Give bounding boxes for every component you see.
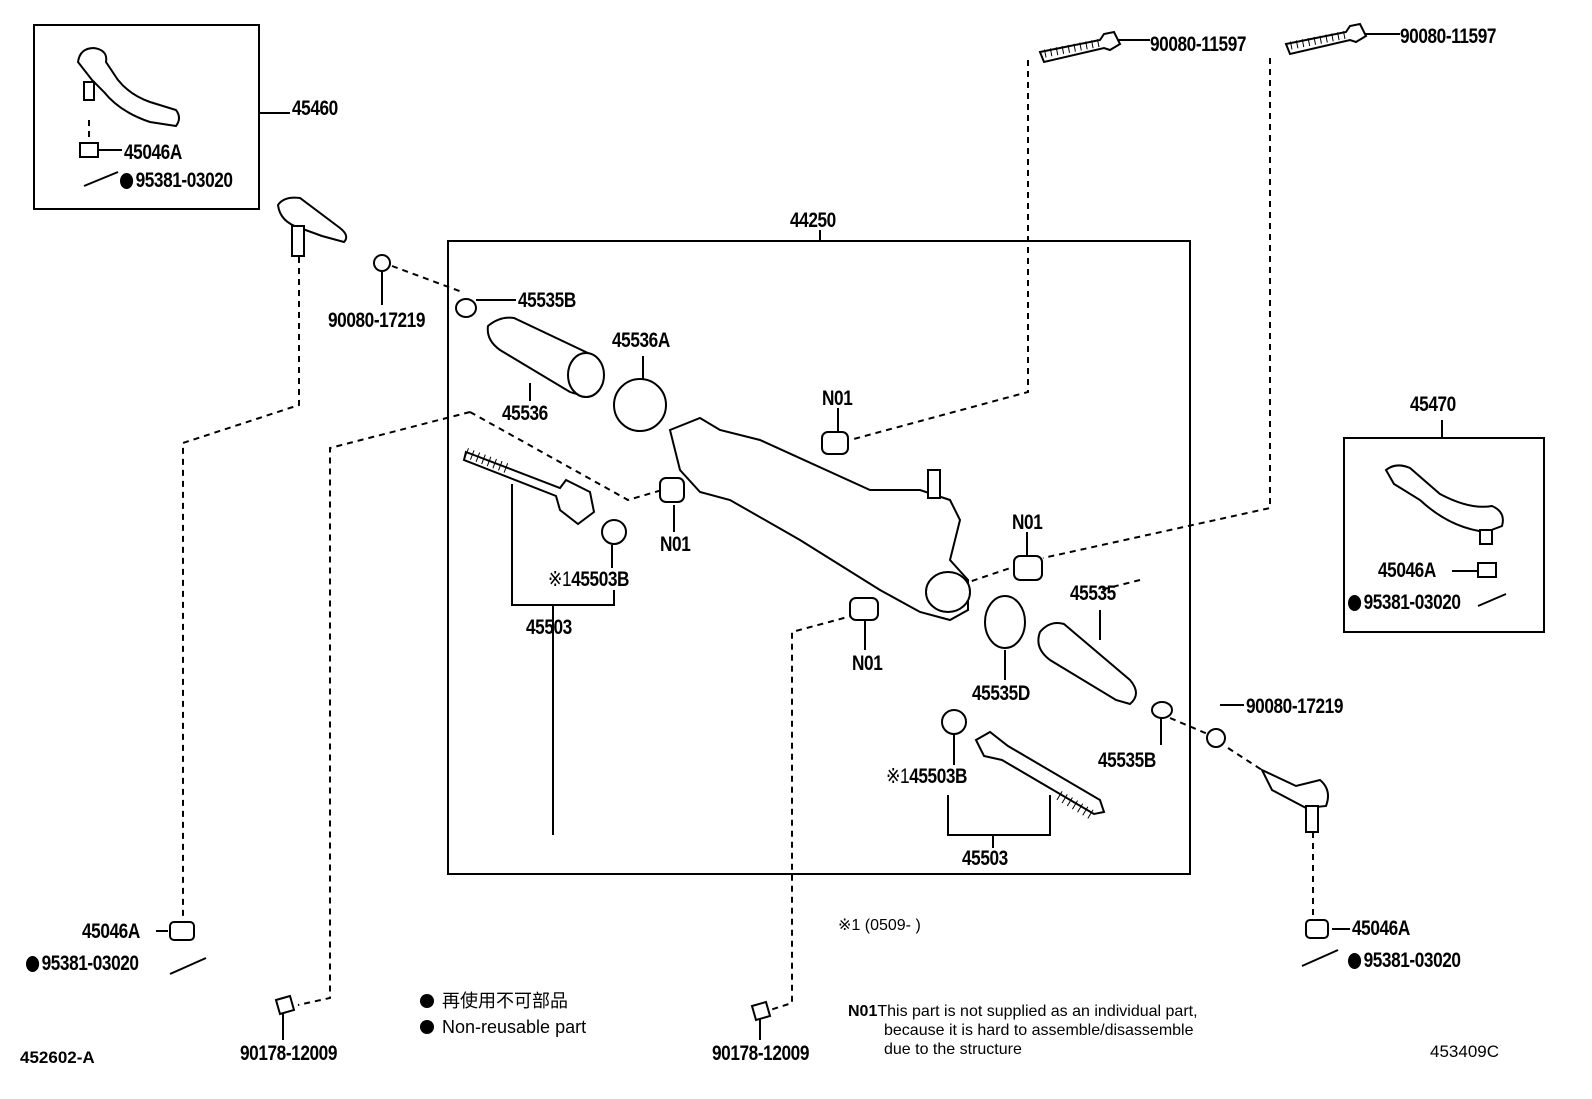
non-reusable-dot-icon bbox=[420, 994, 434, 1008]
frame-45460 bbox=[33, 24, 260, 210]
non-reusable-dot-icon bbox=[120, 173, 134, 189]
label-45535: 45535 bbox=[1070, 582, 1116, 605]
label-45046a-bottom-right: 45046A bbox=[1352, 917, 1410, 940]
label-95381-box-left: 95381-03020 bbox=[120, 170, 233, 191]
label-45503b-left: ※145503B bbox=[548, 568, 630, 591]
legend-jp: 再使用不可部品 bbox=[420, 991, 586, 1013]
nut-icon bbox=[79, 142, 99, 158]
label-95381-bottom-right: 95381-03020 bbox=[1348, 950, 1461, 971]
clamp-right-icon bbox=[1151, 701, 1173, 719]
legend: 再使用不可部品 Non-reusable part bbox=[420, 991, 586, 1038]
label-45046a-box-left: 45046A bbox=[124, 141, 182, 164]
pin-bottom-right-icon bbox=[1301, 949, 1339, 967]
label-95381-box-right: 95381-03020 bbox=[1348, 592, 1461, 613]
label-90178-12009-left: 90178-12009 bbox=[240, 1042, 338, 1065]
grommet-bottom-icon bbox=[849, 597, 879, 621]
rack-housing-icon bbox=[668, 416, 969, 622]
band-right-icon bbox=[984, 595, 1026, 649]
label-90080-17219-upper: 90080-17219 bbox=[328, 309, 426, 332]
inner-tie-rod-right-icon bbox=[974, 730, 1106, 816]
bolt-bottom-mid-icon bbox=[750, 1000, 772, 1022]
label-90080-11597-right: 90080-11597 bbox=[1400, 25, 1497, 48]
label-45503b-right: ※145503B bbox=[886, 765, 968, 788]
figure-ref-right: 453409C bbox=[1430, 1042, 1500, 1061]
label-45503-left: 45503 bbox=[526, 616, 572, 639]
legend-en: Non-reusable part bbox=[420, 1017, 586, 1039]
label-45046a-bottom-left: 45046A bbox=[82, 920, 140, 943]
label-45535d: 45535D bbox=[972, 682, 1030, 705]
clamp-left-icon bbox=[455, 298, 477, 318]
label-n01-right: N01 bbox=[1012, 511, 1043, 534]
outer-tie-rod-left-icon bbox=[276, 196, 348, 244]
label-n01-left: N01 bbox=[660, 533, 691, 556]
frame-45470 bbox=[1343, 437, 1545, 633]
tie-rod-end-icon bbox=[76, 46, 180, 128]
label-45535b-right: 45535B bbox=[1098, 749, 1156, 772]
label-45536: 45536 bbox=[502, 402, 548, 425]
label-95381-bottom-left: 95381-03020 bbox=[26, 953, 139, 974]
label-45503-right: 45503 bbox=[962, 847, 1008, 870]
non-reusable-dot-icon bbox=[1348, 953, 1362, 969]
inner-tie-rod-left-icon bbox=[462, 450, 596, 526]
n01-note-line1: This part is not supplied as an individu… bbox=[877, 1003, 1198, 1020]
boot-right-icon bbox=[1037, 622, 1137, 706]
frame-44250 bbox=[447, 240, 1191, 875]
non-reusable-dot-icon bbox=[26, 956, 40, 972]
outer-tie-rod-right-icon bbox=[1259, 767, 1329, 810]
nut-bottom-left-icon bbox=[169, 921, 195, 941]
grommet-left-icon bbox=[659, 477, 685, 503]
label-45535b-left: 45535B bbox=[518, 289, 576, 312]
cotter-pin-icon bbox=[83, 171, 119, 187]
nut-bottom-right-icon bbox=[1305, 919, 1329, 939]
pin-bottom-left-icon bbox=[169, 957, 207, 975]
label-45470: 45470 bbox=[1410, 393, 1456, 416]
grommet-top-icon bbox=[821, 431, 849, 455]
label-45536a: 45536A bbox=[612, 329, 670, 352]
label-n01-top: N01 bbox=[822, 387, 853, 410]
washer-45503b-right-icon bbox=[941, 709, 967, 735]
label-90080-17219-lower: 90080-17219 bbox=[1246, 695, 1344, 718]
figure-ref-left: 452602-A bbox=[20, 1048, 95, 1067]
n01-note: N01This part is not supplied as an indiv… bbox=[848, 1002, 1198, 1060]
washer-right-icon bbox=[1206, 728, 1226, 748]
label-n01-bottom: N01 bbox=[852, 652, 883, 675]
grommet-right-icon bbox=[1013, 555, 1043, 581]
n01-note-line2: because it is hard to assemble/disassemb… bbox=[884, 1022, 1194, 1040]
band-left-icon bbox=[613, 378, 667, 432]
bolt-bottom-left-icon bbox=[274, 994, 296, 1016]
washer-45503b-left-icon bbox=[601, 519, 627, 545]
washer-icon bbox=[373, 254, 391, 272]
footnote-date-range: ※1 (0509- ) bbox=[838, 917, 921, 934]
nut-right-box-icon bbox=[1477, 562, 1497, 578]
label-45046a-box-right: 45046A bbox=[1378, 559, 1436, 582]
label-90080-11597-left: 90080-11597 bbox=[1150, 33, 1247, 56]
non-reusable-dot-icon bbox=[420, 1019, 434, 1034]
n01-note-line3: due to the structure bbox=[884, 1041, 1022, 1059]
label-44250: 44250 bbox=[790, 209, 836, 232]
label-90178-12009-mid: 90178-12009 bbox=[712, 1042, 810, 1065]
n01-note-code: N01 bbox=[848, 1003, 878, 1020]
non-reusable-dot-icon bbox=[1348, 595, 1362, 611]
tie-rod-end-right-box-icon bbox=[1384, 464, 1504, 534]
label-45460: 45460 bbox=[292, 97, 338, 120]
